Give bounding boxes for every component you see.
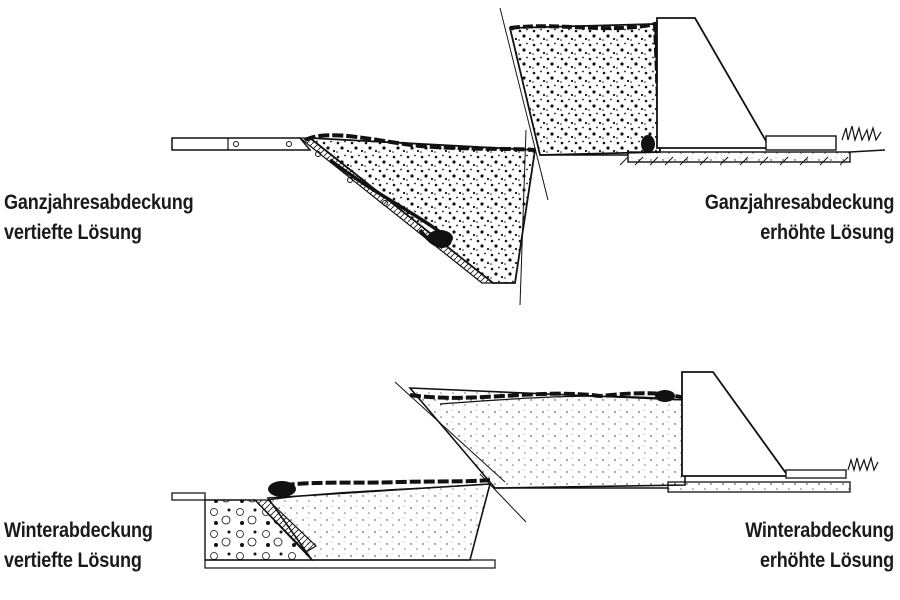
caption-line-2: erhöhte Lösung: [759, 221, 894, 244]
caption-top-left: Ganzjahresabdeckung vertiefte Lösung: [4, 188, 194, 248]
caption-line-2: erhöhte Lösung: [759, 549, 894, 572]
foundation: [627, 151, 851, 163]
ground-line: [540, 149, 886, 156]
caption-bottom-left: Winterabdeckung vertiefte Lösung: [4, 516, 153, 576]
caption-line-2: vertiefte Lösung: [4, 221, 142, 244]
caption-top-right: Ganzjahresabdeckung erhöhte Lösung: [704, 188, 895, 248]
water-body: [307, 136, 537, 284]
caption-line-1: Winterabdeckung: [745, 519, 894, 542]
pool-raised-yearround: [499, 7, 886, 201]
water-surface: [267, 483, 491, 501]
foundation: [667, 481, 851, 493]
caption-line-1: Ganzjahresabdeckung: [4, 191, 194, 214]
pool-sunken-winter: [171, 473, 527, 569]
coping-slab: [765, 135, 837, 151]
ballast-bag: [427, 230, 453, 246]
cut-line: [394, 381, 506, 483]
cut-line: [519, 129, 527, 306]
caption-line-2: vertiefte Lösung: [4, 549, 142, 572]
grass-tuft: [841, 125, 882, 143]
deck-surface: [171, 492, 206, 501]
wall-section: [656, 17, 772, 149]
deck-rail: [171, 137, 312, 151]
caption-bottom-right: Winterabdeckung erhöhte Lösung: [745, 516, 894, 576]
cut-line: [479, 473, 527, 523]
ballast-bag: [641, 135, 655, 153]
grass-tuft: [847, 455, 879, 473]
ground-hatch: [619, 156, 849, 166]
ballast-bag: [655, 390, 675, 402]
caption-line-1: Ganzjahresabdeckung: [704, 191, 895, 214]
water-surface: [439, 395, 686, 405]
base-slab: [204, 559, 496, 569]
ballast-bag: [268, 481, 296, 497]
cover-tarp: [304, 133, 536, 152]
coping-slab: [785, 469, 847, 479]
wall-section: [681, 371, 790, 477]
cover-tarp: [269, 478, 491, 490]
water-body: [508, 23, 661, 156]
cover-tarp: [509, 21, 662, 151]
caption-line-1: Winterabdeckung: [4, 519, 153, 542]
cut-line: [499, 7, 549, 201]
pool-raised-winter: [394, 371, 879, 493]
pool-sunken-yearround: [171, 129, 537, 306]
